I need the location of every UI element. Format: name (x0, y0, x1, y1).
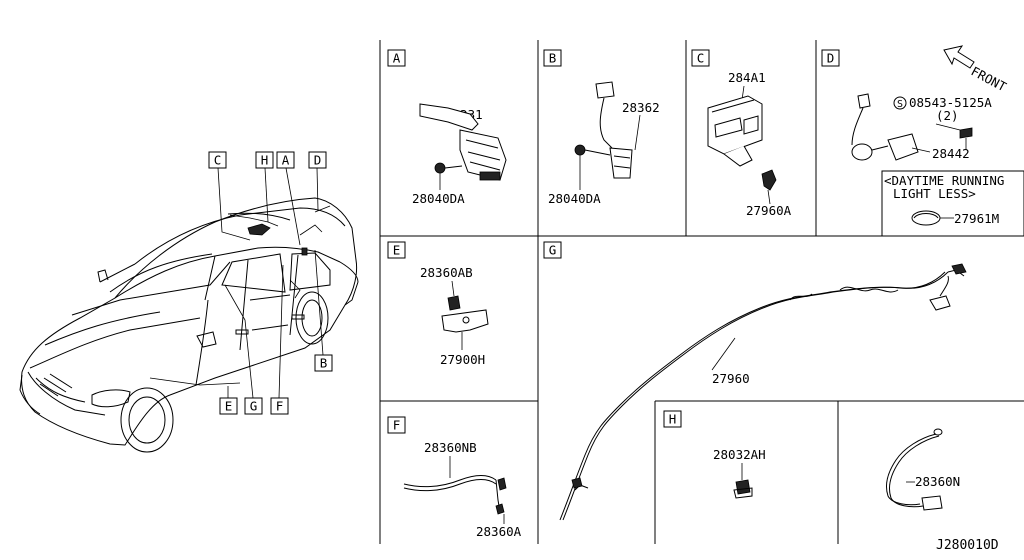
panel-b: B 28362 28040DA (543, 49, 660, 206)
car-callout-b: B (314, 354, 333, 372)
note-line-1: <DAYTIME RUNNING (884, 173, 1004, 188)
part-label-08543-5125a: 08543-5125A (909, 95, 992, 110)
car-callout-f: F (270, 397, 289, 415)
panel-h: H 28032AH (663, 410, 766, 499)
note-line-2: LIGHT LESS> (893, 186, 976, 201)
panel-letter: B (549, 51, 557, 66)
callout-label: B (320, 356, 328, 371)
part-label-27960: 27960 (712, 371, 750, 386)
callout-label: H (261, 153, 269, 168)
panel-letter: G (549, 243, 557, 258)
panel-f: F 28360NB 28360A (387, 416, 522, 539)
part-label-28360n: 28360N (915, 474, 960, 489)
car-illustration (19, 167, 359, 453)
callout-label: F (276, 399, 284, 414)
part-label-27960a: 27960A (746, 203, 792, 218)
part-qty: (2) (936, 108, 959, 123)
panel-letter: D (827, 51, 835, 66)
panel-28360n: 28360N (885, 428, 960, 511)
car-callout-g: G (244, 397, 263, 415)
part-label-28360ab: 28360AB (420, 265, 473, 280)
part-label-28032ah: 28032AH (713, 447, 766, 462)
part-label-28040da-b: 28040DA (548, 191, 601, 206)
part-label-27961m: 27961M (954, 211, 999, 226)
part-label-28040da-a: 28040DA (412, 191, 465, 206)
panel-letter: A (393, 51, 401, 66)
panel-c: C 284A1 27960A (691, 49, 792, 218)
car-callout-a: A (276, 151, 295, 169)
callout-label: G (250, 399, 258, 414)
panel-letter: C (697, 51, 705, 66)
part-label-28360nb: 28360NB (424, 440, 477, 455)
part-label-284a1: 284A1 (728, 70, 766, 85)
part-label-28442: 28442 (932, 146, 970, 161)
panel-d: D FRONT S 08543-5125A (2) 28442 <DAYTIME… (821, 45, 1024, 237)
note-box (881, 170, 1024, 237)
panel-e: E 28360AB 27900H (387, 241, 489, 367)
callout-label: A (282, 153, 290, 168)
panel-letter: F (393, 418, 401, 433)
car-callout-h: H (255, 151, 274, 169)
front-arrow-icon (943, 45, 975, 69)
screw-symbol-icon (893, 96, 907, 110)
car-callout-c: C (208, 151, 227, 169)
part-label-28362: 28362 (622, 100, 660, 115)
callout-label: D (314, 153, 322, 168)
diagram-code: J280010D (936, 538, 999, 553)
part-label-28360a: 28360A (476, 524, 522, 539)
part-label-27900h: 27900H (440, 352, 485, 367)
panel-g: G 27960 (543, 241, 967, 521)
front-label: FRONT (969, 63, 1010, 94)
panel-letter: E (393, 243, 401, 258)
car-callout-e: E (219, 397, 238, 415)
screw-symbol-label: S (897, 99, 903, 110)
panel-a: A 28231 28040DA (387, 49, 507, 206)
callout-label: C (214, 153, 222, 168)
callout-label: E (225, 399, 233, 414)
car-callout-d: D (308, 151, 327, 169)
panel-letter: H (669, 412, 677, 427)
